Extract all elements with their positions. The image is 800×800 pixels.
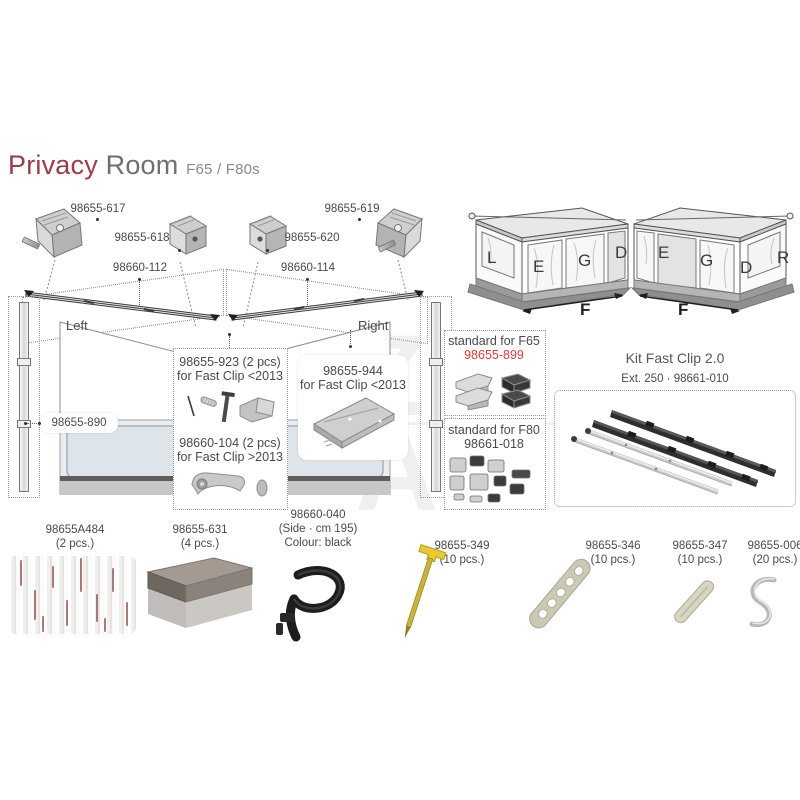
tent-illustration-left xyxy=(462,198,632,316)
tent-right-label-E: E xyxy=(658,243,670,262)
tent-left-dimension-F: F xyxy=(580,300,591,319)
bottom-label-98655-349-qty: (10 pcs.) xyxy=(439,554,485,566)
label-98660-114: 98660-114 xyxy=(280,262,336,274)
tent-right-label-G: G xyxy=(700,251,714,270)
callout-98655-944-line2: for Fast Clip <2013 xyxy=(300,378,406,392)
bottom-label-98655-631-code: 98655-631 xyxy=(172,524,228,536)
label-98655-617: 98655-617 xyxy=(70,203,126,215)
bottom-label-98655A484-qty: (2 pcs.) xyxy=(55,538,95,550)
bottom-label-98655-346-qty: (10 pcs.) xyxy=(590,554,636,566)
product-image-98655-006 xyxy=(730,570,800,640)
leader-dot-619 xyxy=(358,218,361,221)
label-98655-619: 98655-619 xyxy=(324,203,380,215)
leader-line-923 xyxy=(229,336,230,348)
bracket-98655-617 xyxy=(30,205,90,265)
rail-left xyxy=(24,288,220,322)
tent-left-label-G: G xyxy=(578,251,592,270)
tent-left-label-E: E xyxy=(533,257,545,276)
standard-f80-art xyxy=(448,454,542,506)
standard-f65-title: standard for F65 xyxy=(448,334,540,348)
label-98655-618: 98655-618 xyxy=(114,232,170,244)
product-image-98655-347 xyxy=(660,570,734,636)
part-98660-104-art xyxy=(186,468,276,502)
leader-dot-617 xyxy=(96,218,99,221)
bracket-98655-620 xyxy=(242,212,296,264)
standard-f65-art xyxy=(452,366,538,411)
callout-98655-923-line1: 98655-923 (2 pcs) xyxy=(179,355,281,369)
bottom-label-98655-006-code: 98655-006 xyxy=(747,540,800,552)
product-image-98655-346 xyxy=(520,550,600,640)
tent-left-label-D: D xyxy=(615,243,628,262)
tent-right-label-R: R xyxy=(777,248,790,267)
pole-right-joint-1 xyxy=(429,358,443,366)
pole-right xyxy=(431,302,441,492)
callout-98660-104-line2: for Fast Clip >2013 xyxy=(177,450,283,464)
product-image-98655-631 xyxy=(142,556,258,634)
leader-dot-923 xyxy=(228,333,231,336)
wing-label-left: Left xyxy=(66,318,88,333)
leader-dot-944 xyxy=(349,345,352,348)
leader-dot-620 xyxy=(266,249,269,252)
leader-dot-114 xyxy=(306,278,309,281)
product-image-98655-349 xyxy=(370,540,490,650)
page-title: Privacy Room F65 / F80s xyxy=(8,150,260,181)
tent-illustration-right xyxy=(630,198,800,316)
product-image-98660-040 xyxy=(272,553,368,643)
tent-right-dimension-F: F xyxy=(678,300,689,319)
leader-dot-890a xyxy=(24,422,27,425)
bracket-98655-618 xyxy=(162,212,216,264)
label-98655-620: 98655-620 xyxy=(284,232,340,244)
title-product: Room xyxy=(105,150,179,180)
part-98655-944-art xyxy=(306,396,402,454)
leader-line-114 xyxy=(307,281,308,307)
bottom-label-98655-347-qty: (10 pcs.) xyxy=(677,554,723,566)
callout-98660-104-line1: 98660-104 (2 pcs) xyxy=(179,436,281,450)
leader-dot-112 xyxy=(138,278,141,281)
bottom-label-98655-006-qty: (20 pcs.) xyxy=(752,554,798,566)
leader-line-944 xyxy=(350,330,351,346)
tent-left-label-L: L xyxy=(487,248,497,267)
callout-98655-890 xyxy=(40,413,118,433)
pole-right-joint-2 xyxy=(429,420,443,428)
product-image-98655A484 xyxy=(8,556,136,634)
bottom-label-98655A484-code: 98655A484 xyxy=(45,524,105,536)
bottom-label-98660-040-code: 98660-040 xyxy=(290,509,346,521)
leader-line-890 xyxy=(27,423,39,424)
bottom-label-98655-349-code: 98655-349 xyxy=(434,540,490,552)
label-98655-890: 98655-890 xyxy=(51,417,107,429)
leader-line-112 xyxy=(139,281,140,307)
bottom-label-98655-631-qty: (4 pcs.) xyxy=(180,538,220,550)
title-models: F65 / F80s xyxy=(186,161,260,178)
standard-f80-title: standard for F80 xyxy=(448,423,540,437)
standard-f65-code: 98655-899 xyxy=(464,348,524,362)
standard-f80-code: 98661-018 xyxy=(464,437,524,451)
tent-right-label-D: D xyxy=(740,258,753,277)
kit-title: Kit Fast Clip 2.0 xyxy=(625,350,725,366)
leader-dot-618 xyxy=(178,249,181,252)
pole-left-joint-1 xyxy=(17,358,31,366)
part-98655-923-art xyxy=(182,388,282,428)
label-98660-112: 98660-112 xyxy=(112,262,168,274)
kit-subtitle: Ext. 250 · 98661-010 xyxy=(621,373,729,385)
kit-rails-art xyxy=(560,394,788,502)
leader-dot-890b xyxy=(38,422,41,425)
bottom-label-98655-346-code: 98655-346 xyxy=(585,540,641,552)
bottom-label-98660-040-side: (Side · cm 195) xyxy=(278,523,358,535)
pole-left xyxy=(19,302,29,492)
wing-label-right: Right xyxy=(358,318,389,333)
callout-98655-923-line2: for Fast Clip <2013 xyxy=(177,369,283,383)
pole-box-left xyxy=(8,296,40,498)
bottom-label-98655-347-code: 98655-347 xyxy=(672,540,728,552)
callout-98655-944-line1: 98655-944 xyxy=(323,364,383,378)
bottom-label-98660-040-colour: Colour: black xyxy=(284,537,352,549)
title-brand: Privacy xyxy=(8,150,98,180)
